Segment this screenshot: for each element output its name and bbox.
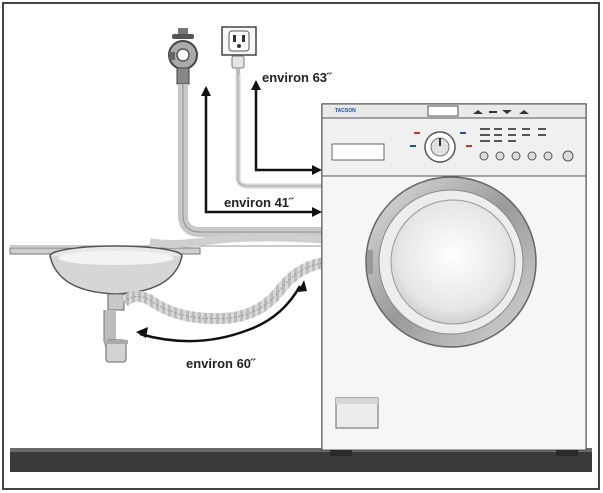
label-top-hose: environ 63˝ [262, 70, 332, 85]
arrow-top-hose [251, 80, 318, 172]
detergent-drawer [331, 143, 385, 161]
machine-foot-right [556, 450, 578, 456]
arrow-drain-hose [139, 285, 302, 343]
dial-markings [410, 132, 472, 147]
brand-label: TACSON [335, 108, 356, 114]
top-indicator-icons [473, 110, 529, 114]
door-glass [390, 199, 516, 325]
label-middle-hose: environ 41˝ [224, 195, 294, 210]
power-plug-icon [231, 55, 245, 74]
washing-machine: TACSON [321, 103, 587, 456]
control-buttons [479, 150, 574, 162]
machine-foot-left [330, 450, 352, 456]
power-outlet-icon [221, 26, 257, 56]
arrow-middle-hose [201, 86, 318, 214]
label-drain-hose: environ 60˝ [186, 356, 256, 371]
sink [9, 245, 201, 363]
door-handle [367, 250, 373, 274]
floor [10, 452, 592, 472]
water-tap-icon [168, 28, 198, 85]
floor-edge [10, 448, 592, 452]
display-panel [427, 105, 459, 117]
function-indicators [480, 128, 546, 142]
